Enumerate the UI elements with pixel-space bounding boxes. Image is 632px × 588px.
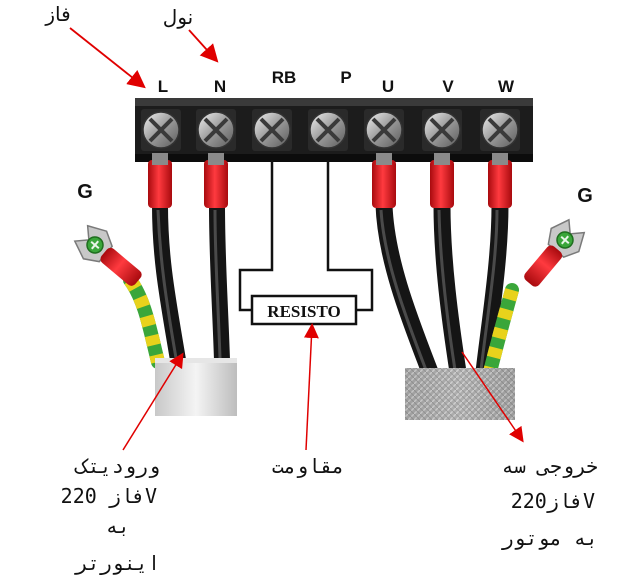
neutral-annotation: نول	[163, 5, 193, 29]
ground-wire-right	[483, 283, 519, 379]
screw-icon	[422, 109, 462, 151]
crimp-lugs	[148, 153, 512, 208]
input-caption: ورودیتک فاز 220V به اینورتر	[61, 454, 160, 575]
terminal-label-w: W	[498, 77, 515, 96]
input-cable-sleeve	[155, 358, 237, 416]
terminal-label-rb: RB	[272, 68, 297, 87]
ground-label-right: G	[577, 185, 593, 207]
resistor-wiring	[238, 160, 374, 312]
ground-lug-right	[524, 218, 586, 287]
output-cables	[375, 196, 509, 381]
screw-icon	[141, 109, 181, 151]
input-caption-line-2: فاز 220V	[61, 484, 160, 508]
input-caption-line-4: اینورتر	[74, 551, 160, 575]
terminal-labels: L N RB P U V W	[158, 68, 515, 96]
screw-icon	[480, 109, 520, 151]
output-caption-line-3: به موتور	[501, 526, 598, 550]
input-caption-line-1: ورودیتک	[74, 454, 160, 478]
terminal-label-v: V	[442, 77, 454, 96]
neutral-arrow	[188, 29, 219, 63]
output-caption-line-2: فاز220V	[511, 489, 598, 513]
resistor-label: RESISTO	[267, 302, 340, 321]
phase-arrow	[69, 27, 146, 89]
braking-resistor: RESISTO	[250, 294, 358, 326]
terminal-label-p: P	[340, 68, 351, 87]
output-caption-arrow	[461, 351, 524, 443]
ground-lug-left	[73, 224, 142, 286]
resistor-caption: مقاومت	[272, 454, 344, 478]
resistor-caption-arrow	[303, 323, 319, 451]
ground-label-left: G	[77, 181, 93, 203]
output-cable-sleeve	[405, 368, 515, 420]
input-caption-arrow	[122, 352, 184, 451]
terminal-screws	[141, 109, 520, 151]
screw-icon	[308, 109, 348, 151]
ground-wire-left	[123, 273, 165, 369]
output-caption-line-1: خروجی سه	[502, 454, 598, 478]
terminal-label-u: U	[382, 77, 394, 96]
phase-annotation: فاز	[44, 2, 70, 26]
screw-icon	[252, 109, 292, 151]
screw-icon	[364, 109, 404, 151]
terminal-label-l: L	[158, 77, 168, 96]
screw-icon	[196, 109, 236, 151]
input-caption-line-3: به	[106, 514, 130, 538]
input-cables	[152, 197, 230, 368]
output-caption: خروجی سه فاز220V به موتور	[501, 454, 598, 550]
terminal-label-n: N	[214, 77, 226, 96]
